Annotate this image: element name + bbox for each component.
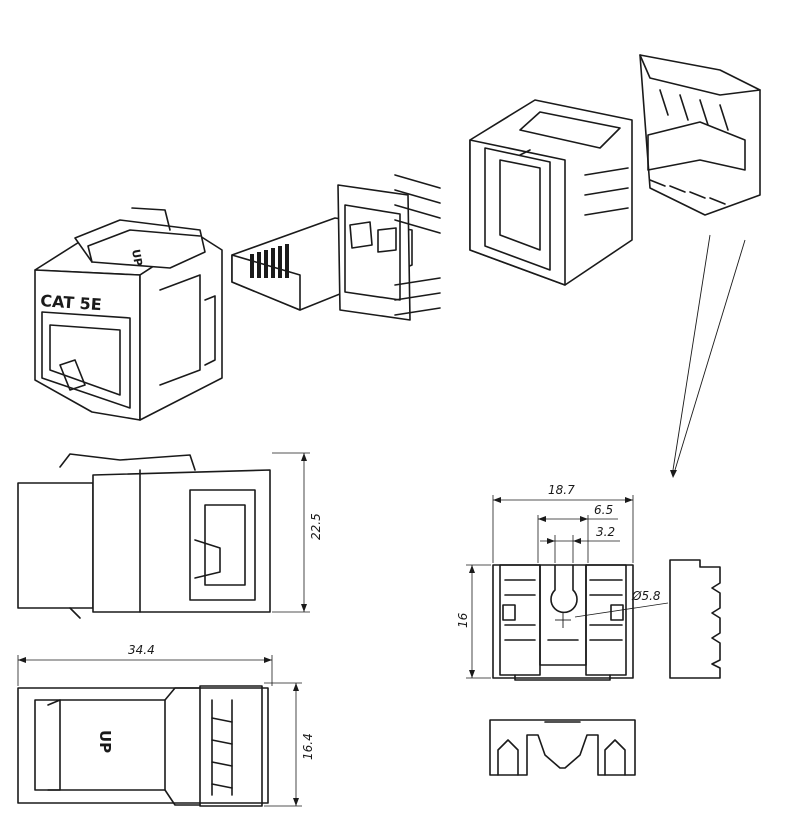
dim-label: 16 [456, 612, 470, 628]
dim-cap-slot: 3.2 [540, 525, 620, 563]
dim-hole-diameter: Ø5.8 [574, 589, 669, 618]
leader-line [672, 234, 711, 471]
keystone-jack-body: CAT 5E UP [34, 207, 223, 421]
dim-label: 18.7 [548, 483, 575, 497]
dim-length: 34.4 [17, 643, 273, 686]
dim-width-top: 16.4 [264, 682, 315, 807]
top-view: UP [17, 685, 269, 807]
up-label-iso: UP [129, 248, 145, 267]
cap-bottom-view [489, 719, 636, 776]
cap-side-view [669, 559, 721, 679]
dim-label: 3.2 [596, 525, 615, 539]
idc-housing [469, 99, 633, 286]
contact-insert [231, 174, 441, 321]
dim-label: 16.4 [301, 733, 315, 760]
dim-cap-height: 16 [456, 564, 491, 679]
insert-contact-fins [250, 244, 289, 278]
dim-height-side: 22.5 [272, 452, 323, 613]
dim-label: 22.5 [309, 513, 323, 540]
dim-label: Ø5.8 [631, 589, 661, 603]
dim-cap-inner: 6.5 [537, 503, 618, 563]
termination-cap [639, 54, 761, 216]
leader-line [674, 239, 746, 471]
cat-label: CAT 5E [40, 291, 103, 314]
up-label-top: UP [96, 730, 114, 753]
cap-front-view [492, 564, 634, 681]
dim-cap-width: 18.7 [492, 483, 634, 563]
dim-label: 34.4 [128, 643, 155, 657]
dim-label: 6.5 [594, 503, 613, 517]
side-view [17, 453, 271, 619]
leader-arrow [670, 470, 677, 478]
